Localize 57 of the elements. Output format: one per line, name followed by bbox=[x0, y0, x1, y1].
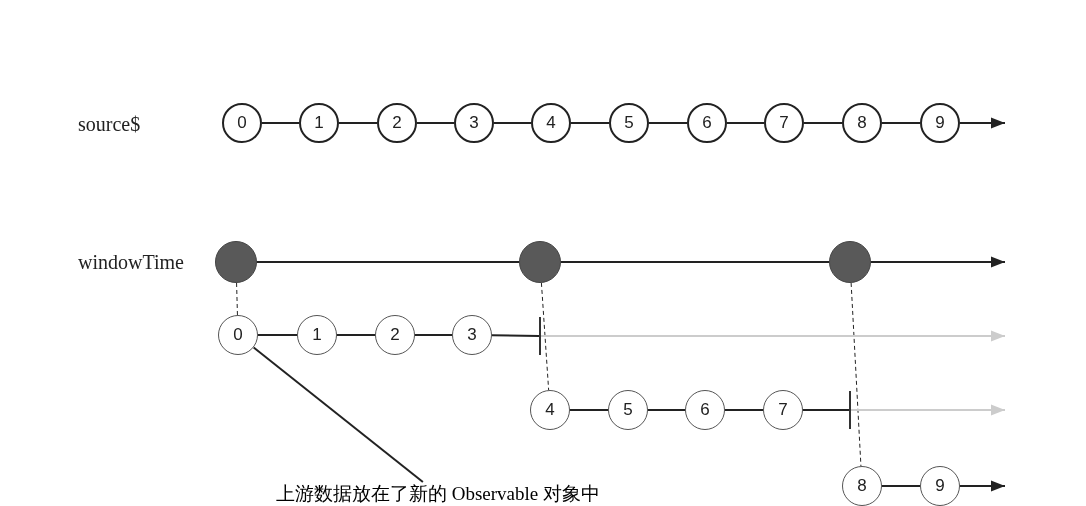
timeline-arrow bbox=[959, 480, 1006, 492]
value-marble: 4 bbox=[530, 390, 570, 430]
value-marble: 1 bbox=[297, 315, 337, 355]
timeline-segment bbox=[261, 122, 300, 124]
leader-line bbox=[252, 346, 424, 483]
timeline-segment bbox=[803, 122, 843, 124]
value-marble: 7 bbox=[764, 103, 804, 143]
timeline-segment bbox=[257, 334, 298, 336]
timeline-arrow bbox=[540, 330, 1006, 342]
timeline-segment bbox=[570, 122, 610, 124]
value-marble: 3 bbox=[452, 315, 492, 355]
value-marble: 6 bbox=[685, 390, 725, 430]
timeline-arrow bbox=[870, 256, 1006, 268]
timeline-segment bbox=[414, 334, 453, 336]
guide-line bbox=[850, 282, 862, 467]
value-marble: 4 bbox=[531, 103, 571, 143]
value-marble: 2 bbox=[377, 103, 417, 143]
completion-tick bbox=[849, 391, 851, 429]
value-marble: 9 bbox=[920, 103, 960, 143]
timeline-arrow bbox=[959, 117, 1006, 129]
value-marble: 5 bbox=[609, 103, 649, 143]
value-marble: 5 bbox=[608, 390, 648, 430]
timeline-segment bbox=[724, 409, 764, 411]
value-marble: 1 bbox=[299, 103, 339, 143]
window-open-marble bbox=[519, 241, 561, 283]
timeline-segment bbox=[881, 485, 921, 487]
timeline-segment bbox=[560, 261, 830, 263]
timeline-segment bbox=[336, 334, 376, 336]
annotation-text: 上游数据放在了新的 Observable 对象中 bbox=[223, 482, 653, 506]
window-open-marble bbox=[829, 241, 871, 283]
completion-tick bbox=[539, 317, 541, 355]
timeline-segment bbox=[493, 122, 532, 124]
guide-line bbox=[540, 282, 550, 391]
timeline-segment bbox=[416, 122, 455, 124]
timeline-segment bbox=[647, 409, 686, 411]
guide-line bbox=[236, 282, 238, 316]
value-marble: 8 bbox=[842, 103, 882, 143]
value-marble: 0 bbox=[218, 315, 258, 355]
value-marble: 7 bbox=[763, 390, 803, 430]
value-marble: 9 bbox=[920, 466, 960, 506]
timeline-segment bbox=[491, 334, 540, 337]
value-marble: 8 bbox=[842, 466, 882, 506]
timeline-segment bbox=[648, 122, 688, 124]
timeline-segment bbox=[338, 122, 378, 124]
timeline-segment bbox=[726, 122, 765, 124]
timeline-arrow bbox=[850, 404, 1006, 416]
timeline-segment bbox=[881, 122, 921, 124]
row-label: windowTime bbox=[78, 251, 184, 274]
value-marble: 0 bbox=[222, 103, 262, 143]
value-marble: 2 bbox=[375, 315, 415, 355]
value-marble: 6 bbox=[687, 103, 727, 143]
timeline-segment bbox=[256, 261, 520, 263]
row-label: source$ bbox=[78, 113, 141, 136]
value-marble: 3 bbox=[454, 103, 494, 143]
window-open-marble bbox=[215, 241, 257, 283]
timeline-segment bbox=[569, 409, 609, 411]
timeline-segment bbox=[802, 409, 850, 411]
